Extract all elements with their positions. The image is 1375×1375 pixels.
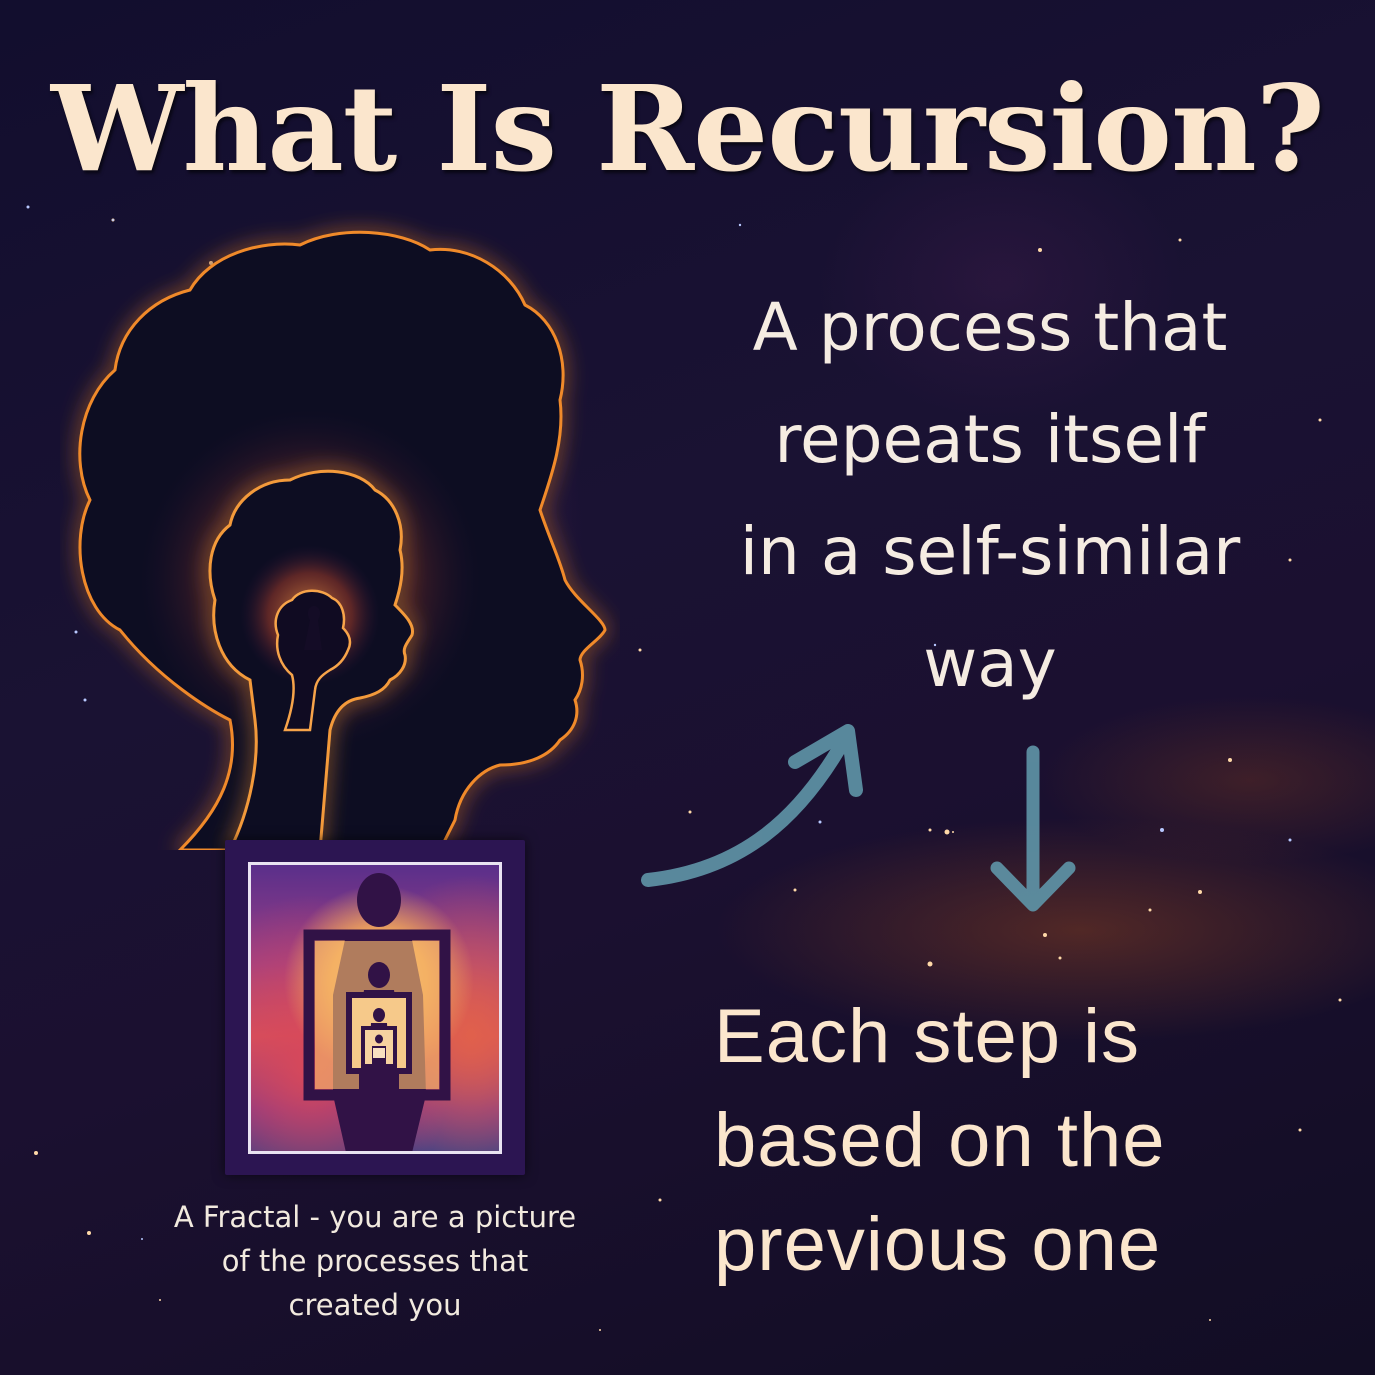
step-explanation-text: Each step is based on the previous one [714, 985, 1274, 1297]
step-line: based on the [714, 1098, 1166, 1183]
fractal-caption: A Fractal - you are a picture of the pro… [110, 1195, 640, 1327]
fractal-picture-frame [225, 840, 525, 1175]
definition-line: way [923, 625, 1057, 702]
caption-line: A Fractal - you are a picture [173, 1200, 577, 1234]
fractal-picture [248, 862, 502, 1154]
definition-line: in a self-similar [739, 513, 1241, 590]
page-title: What Is Recursion? [51, 59, 1325, 198]
curved-arrow-up-right-icon [641, 724, 863, 887]
nested-head-silhouettes-icon [78, 230, 607, 850]
definition-line: repeats itself [774, 401, 1206, 478]
step-line: previous one [714, 1202, 1162, 1287]
person-holding-picture-frame-fractal-icon [303, 873, 451, 1151]
definition-text: A process that repeats itself in a self-… [675, 272, 1305, 720]
caption-line: of the processes that [221, 1244, 529, 1278]
arrow-down-icon [990, 745, 1076, 912]
definition-line: A process that [752, 289, 1228, 366]
step-line: Each step is [714, 994, 1140, 1079]
caption-line: created you [288, 1288, 462, 1322]
